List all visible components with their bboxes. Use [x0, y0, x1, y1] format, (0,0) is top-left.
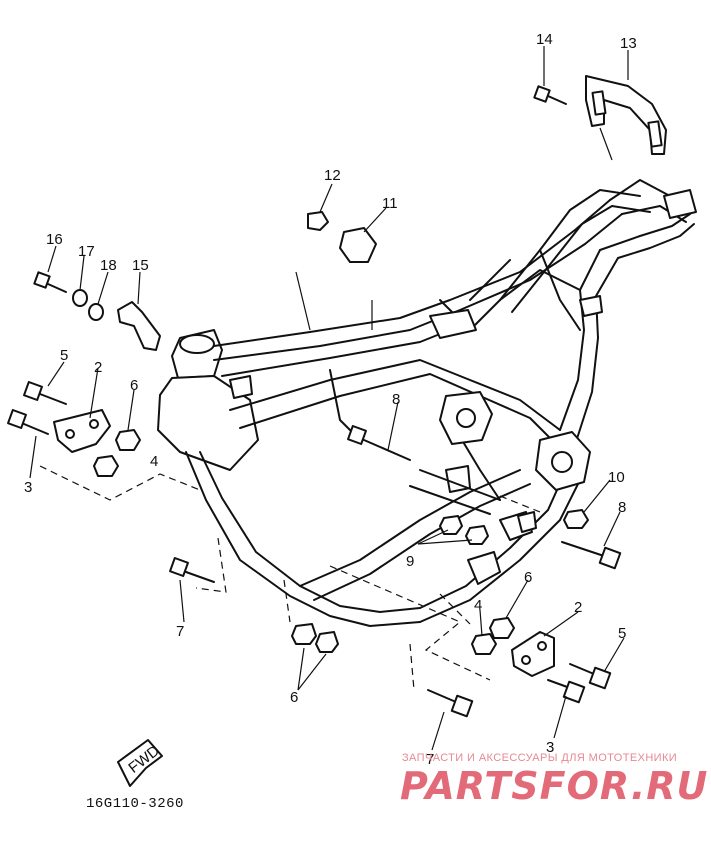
- callout-13: 13: [620, 35, 637, 52]
- callout-6-lower: 6: [290, 689, 298, 706]
- motorcycle-frame: [157, 179, 697, 627]
- bolt-part-14: [533, 85, 567, 105]
- drawing-number: 16G110-3260: [86, 796, 184, 812]
- watermark-caption: ЗАПЧАСТИ И АКСЕССУАРЫ ДЛЯ МОТОТЕХНИКИ: [402, 752, 678, 764]
- bolt-part-7-lower: [427, 689, 474, 718]
- callout-5-left: 5: [60, 347, 68, 364]
- callout-8-left: 8: [392, 391, 400, 408]
- callout-17: 17: [78, 243, 95, 260]
- long-bolt-part-8-left: [347, 425, 411, 461]
- callout-4-right: 4: [474, 597, 482, 614]
- damper-part-11: [339, 227, 377, 263]
- engine-bracket-part-2-right: [511, 631, 555, 677]
- callout-15: 15: [132, 257, 149, 274]
- nut-part-18: [88, 303, 104, 321]
- washer-part-17: [72, 289, 88, 307]
- callout-12: 12: [324, 167, 341, 184]
- watermark-logo: PARTSFOR.RU: [400, 764, 709, 808]
- callout-9: 9: [406, 553, 414, 570]
- nut-part-4-right: [471, 633, 497, 655]
- engine-bracket-part-2-left: [53, 409, 111, 453]
- bolt-part-3-right: [547, 679, 586, 704]
- dashed-alignment-lines: [39, 465, 541, 691]
- callout-6-left: 6: [130, 377, 138, 394]
- leader-lines: [29, 46, 629, 751]
- bolt-part-7-left: [169, 557, 215, 583]
- callout-2-left: 2: [94, 359, 102, 376]
- callout-6-right: 6: [524, 569, 532, 586]
- bracket-part-15: [117, 301, 161, 351]
- callout-8-right: 8: [618, 499, 626, 516]
- bolt-part-5-left: [23, 381, 67, 405]
- nut-part-12: [307, 211, 329, 231]
- nut-part-10: [563, 509, 589, 529]
- bolt-part-16: [33, 271, 67, 293]
- callout-7-lower: 7: [426, 751, 434, 768]
- callout-3-right: 3: [546, 739, 554, 756]
- callout-labels: 14 13 12 11 16 17 18 15 5 2 6 3 4 8 10 8…: [24, 31, 637, 768]
- callout-16: 16: [46, 231, 63, 248]
- callout-2-right: 2: [574, 599, 582, 616]
- nut-part-6-right: [489, 617, 515, 639]
- callout-18: 18: [100, 257, 117, 274]
- fwd-arrow-icon: FWD: [117, 739, 163, 787]
- callout-5-right: 5: [618, 625, 626, 642]
- callout-3-left: 3: [24, 479, 32, 496]
- callout-11: 11: [382, 195, 398, 212]
- callout-4-left: 4: [150, 453, 158, 470]
- bolt-part-3-left: [7, 409, 49, 435]
- callout-10: 10: [608, 469, 625, 486]
- long-bolt-part-8-right: [561, 541, 622, 570]
- nut-part-6-left: [115, 429, 141, 451]
- callout-7-left: 7: [176, 623, 184, 640]
- callout-14: 14: [536, 31, 553, 48]
- rear-bracket-part-13: [585, 75, 667, 155]
- nuts-part-6-lower: [291, 623, 339, 653]
- nut-part-4-left: [93, 455, 119, 477]
- bolt-part-5-right: [569, 663, 612, 690]
